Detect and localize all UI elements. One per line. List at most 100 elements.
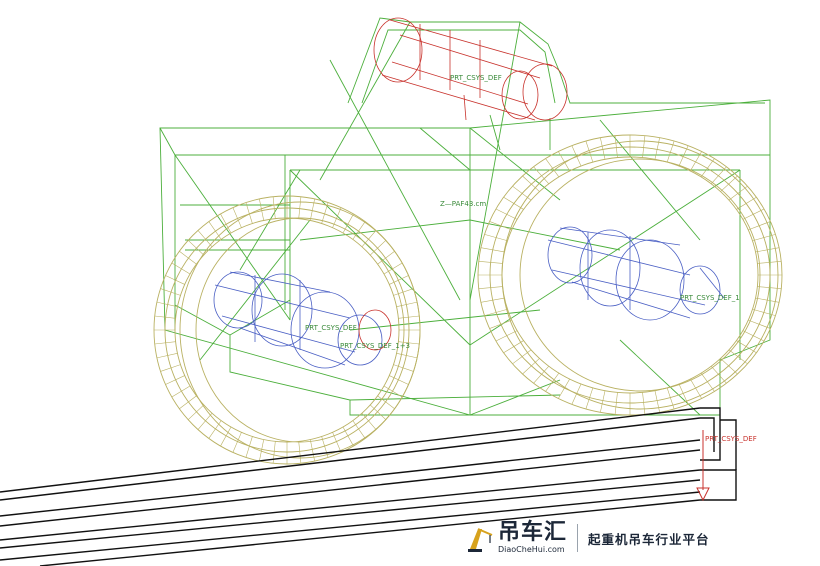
wheel-segment-line bbox=[160, 288, 181, 296]
wheel-segment-line bbox=[571, 145, 582, 167]
wheel-segment-line bbox=[600, 137, 606, 160]
wheel-segment-line bbox=[383, 262, 403, 275]
crane-logo-icon bbox=[468, 528, 493, 552]
wheel-segment-line bbox=[654, 390, 660, 413]
wheel-segment-line bbox=[370, 404, 387, 420]
wheel-segment-line bbox=[755, 247, 780, 253]
wheel-segment-line bbox=[728, 185, 748, 201]
wheel-segment-line bbox=[752, 234, 776, 242]
wheel-segment-line bbox=[342, 213, 354, 234]
motor-coord-label: PRT_CSYS_DEF bbox=[450, 74, 502, 82]
wheel-segment-line bbox=[720, 175, 738, 192]
wheel-segment-line bbox=[389, 275, 409, 285]
wheel-segment-line bbox=[748, 221, 771, 231]
wheel-segment-line bbox=[298, 196, 302, 219]
wheel-segment-line bbox=[171, 262, 191, 275]
wheel-segment-line bbox=[484, 234, 508, 242]
left-hub-coord-label: PRT_CSYS_DEF bbox=[305, 324, 357, 332]
wheel-segment-line bbox=[533, 366, 550, 384]
right-wheel bbox=[477, 134, 783, 416]
wheel-segment-line bbox=[710, 366, 727, 384]
wheel-segment-line bbox=[495, 208, 518, 220]
wheel-segment-line bbox=[389, 375, 409, 385]
rail-coord-label: PRT_CSYS_DEF bbox=[705, 435, 757, 443]
wheel-segment-line bbox=[383, 385, 403, 398]
wheel-segment-line bbox=[187, 240, 204, 256]
wheel-segment-line bbox=[165, 375, 185, 385]
wheel-segment-line bbox=[678, 145, 689, 167]
wheel-segment-line bbox=[160, 364, 181, 372]
wheel-segment-line bbox=[585, 387, 594, 410]
wheel-segment-line bbox=[220, 213, 232, 234]
wheel-segment-line bbox=[748, 319, 771, 329]
wheel-segment-line bbox=[309, 198, 315, 221]
wheel-segment-line bbox=[666, 140, 675, 163]
wheel-segment-line bbox=[179, 395, 197, 410]
wheel-segment-line bbox=[752, 308, 776, 316]
wheel-segment-line bbox=[654, 137, 660, 160]
wheel-segment-line bbox=[377, 250, 395, 265]
wheel-segment-line bbox=[352, 420, 366, 439]
wheel-segment-line bbox=[398, 315, 420, 319]
wheel-segment-line bbox=[321, 436, 329, 458]
wheel-segment-line bbox=[678, 383, 689, 405]
wheel-segment-line bbox=[690, 151, 702, 172]
wheel-segment-line bbox=[512, 185, 532, 201]
wheel-segment-line bbox=[545, 372, 560, 392]
wheel-segment-line bbox=[484, 308, 508, 316]
wheel-segment-line bbox=[370, 240, 387, 256]
wheel-segment-line bbox=[666, 387, 675, 410]
wheel-segment-line bbox=[179, 250, 197, 265]
wheel-segment-line bbox=[757, 286, 782, 290]
wheel-segment-line bbox=[489, 221, 512, 231]
wheel-segment-line bbox=[309, 439, 315, 462]
wheel-segment-line bbox=[361, 230, 377, 247]
wheel-segment-line bbox=[600, 390, 606, 413]
wheel-segment-line bbox=[396, 301, 418, 308]
wheel-segment-line bbox=[757, 260, 782, 264]
wheel-segment-line bbox=[480, 297, 505, 303]
wheel-segment-line bbox=[361, 413, 377, 430]
brand-name: 吊车汇 bbox=[498, 520, 568, 545]
wheel-segment-line bbox=[393, 288, 414, 296]
wheel-segment-line bbox=[545, 158, 560, 178]
wheel-segment-line bbox=[398, 341, 420, 345]
wheel-segment-line bbox=[332, 432, 342, 453]
wheel-segment-line bbox=[700, 372, 715, 392]
wheel-segment-line bbox=[208, 420, 222, 439]
wheel-segment-line bbox=[321, 202, 329, 224]
wheel-segment-line bbox=[571, 383, 582, 405]
watermark-divider bbox=[577, 524, 579, 552]
brand-slogan: 起重机吊车行业平台 bbox=[588, 531, 710, 547]
wheel-segment-line bbox=[232, 432, 242, 453]
motor-cylinder bbox=[373, 17, 568, 121]
wheel-segment-line bbox=[220, 426, 232, 447]
wheel-segment-line bbox=[259, 198, 265, 221]
left-hub-coord-label-2: PRT_CSYS_DEF_1+3 bbox=[340, 342, 410, 350]
wheel-segment-line bbox=[154, 341, 176, 345]
wheel-segment-line bbox=[585, 140, 594, 163]
brand-block: 吊车汇 DiaoCheHui.com bbox=[498, 522, 567, 554]
wheel-segment-line bbox=[503, 340, 524, 354]
wheel-segment-line bbox=[742, 208, 765, 220]
left-wheel bbox=[153, 195, 421, 465]
wheel-segment-line bbox=[728, 349, 748, 365]
wheel-segment-line bbox=[478, 286, 503, 290]
wheel-segment-line bbox=[259, 439, 265, 462]
right-hub-coord-label: PRT_CSYS_DEF_1 bbox=[680, 294, 740, 302]
wheel-segment-line bbox=[736, 340, 757, 354]
wheel-segment-line bbox=[245, 436, 253, 458]
wheel-segment-line bbox=[614, 392, 618, 415]
wheel-segment-line bbox=[522, 175, 540, 192]
wheel-segment-line bbox=[187, 404, 204, 420]
wheel-segment-line bbox=[272, 441, 276, 464]
wheel-segment-line bbox=[480, 247, 505, 253]
rail-beam bbox=[0, 407, 737, 566]
watermark: 吊车汇 DiaoCheHui.com 起重机吊车行业平台 bbox=[466, 518, 766, 558]
wheel-segment-line bbox=[208, 221, 222, 240]
wheel-segment-line bbox=[332, 207, 342, 228]
wheel-segment-line bbox=[558, 151, 570, 172]
wheel-segment-line bbox=[742, 330, 765, 342]
wheel-segment-line bbox=[614, 135, 618, 158]
